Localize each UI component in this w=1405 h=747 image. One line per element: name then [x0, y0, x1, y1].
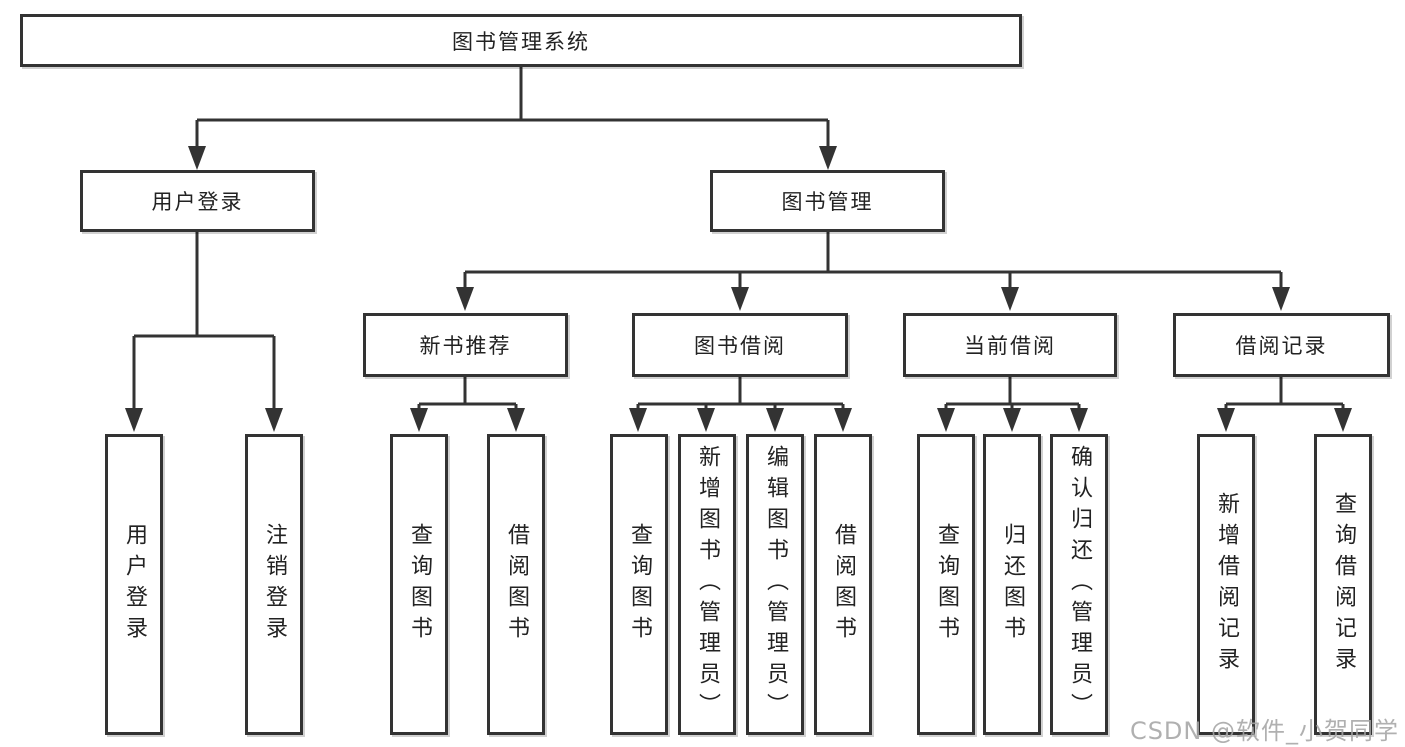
- arrowhead-icon: [1070, 408, 1088, 432]
- arrowhead-icon: [629, 408, 647, 432]
- leaf-query-books-borrow-label: 查询图书: [627, 522, 652, 647]
- node-book-management-label: 图书管理: [781, 190, 874, 214]
- node-root: 图书管理系统: [20, 14, 1022, 67]
- arrowhead-icon: [1272, 287, 1290, 311]
- leaf-query-borrow-record-label: 查询借阅记录: [1331, 491, 1356, 678]
- arrowhead-icon: [125, 408, 143, 432]
- node-borrow-records-label: 借阅记录: [1235, 334, 1328, 358]
- node-current-borrow-label: 当前借阅: [964, 334, 1056, 358]
- leaf-add-books-admin: 新增图书（管理员）: [678, 434, 736, 735]
- node-new-book-recommend: 新书推荐: [363, 313, 568, 377]
- node-user-login-label: 用户登录: [151, 190, 244, 214]
- arrowhead-icon: [1003, 408, 1021, 432]
- node-borrow-records: 借阅记录: [1173, 313, 1390, 377]
- leaf-borrow-books-recommend-label: 借阅图书: [504, 522, 529, 647]
- arrowhead-icon: [1334, 408, 1352, 432]
- leaf-query-borrow-record: 查询借阅记录: [1314, 434, 1372, 735]
- arrowhead-icon: [731, 287, 749, 311]
- leaf-borrow-books-recommend: 借阅图书: [487, 434, 545, 735]
- node-new-book-recommend-label: 新书推荐: [419, 334, 512, 358]
- arrowhead-icon: [410, 408, 428, 432]
- arrowhead-icon: [819, 146, 837, 170]
- leaf-confirm-return-admin: 确认归还（管理员）: [1050, 434, 1108, 735]
- leaf-query-books-current-label: 查询图书: [934, 522, 959, 647]
- arrowhead-icon: [834, 408, 852, 432]
- arrowhead-icon: [188, 146, 206, 170]
- leaf-user-login: 用户登录: [105, 434, 163, 735]
- leaf-edit-books-admin-label: 编辑图书（管理员）: [763, 445, 788, 724]
- arrowhead-icon: [766, 408, 784, 432]
- leaf-edit-books-admin: 编辑图书（管理员）: [746, 434, 804, 735]
- arrowhead-icon: [456, 287, 474, 311]
- arrowhead-icon: [507, 408, 525, 432]
- arrowhead-icon: [937, 408, 955, 432]
- node-current-borrow: 当前借阅: [903, 313, 1117, 377]
- arrowhead-icon: [1001, 287, 1019, 311]
- leaf-query-books-recommend: 查询图书: [390, 434, 448, 735]
- node-book-borrow: 图书借阅: [632, 313, 848, 377]
- leaf-user-login-label: 用户登录: [122, 522, 147, 647]
- leaf-add-borrow-record: 新增借阅记录: [1197, 434, 1255, 735]
- leaf-add-books-admin-label: 新增图书（管理员）: [695, 445, 720, 724]
- node-book-management: 图书管理: [710, 170, 945, 232]
- leaf-borrow-books: 借阅图书: [814, 434, 872, 735]
- arrowheads: [125, 146, 1352, 432]
- leaf-borrow-books-label: 借阅图书: [831, 522, 856, 647]
- leaf-logout: 注销登录: [245, 434, 303, 735]
- leaf-query-books-recommend-label: 查询图书: [407, 522, 432, 647]
- node-user-login: 用户登录: [80, 170, 315, 232]
- leaf-return-books: 归还图书: [983, 434, 1041, 735]
- leaf-query-books-borrow: 查询图书: [610, 434, 668, 735]
- node-book-borrow-label: 图书借阅: [694, 334, 786, 358]
- arrowhead-icon: [697, 408, 715, 432]
- leaf-add-borrow-record-label: 新增借阅记录: [1214, 491, 1239, 678]
- leaf-confirm-return-admin-label: 确认归还（管理员）: [1067, 445, 1092, 724]
- arrowhead-icon: [265, 408, 283, 432]
- leaf-return-books-label: 归还图书: [1000, 522, 1025, 647]
- leaf-logout-label: 注销登录: [262, 522, 287, 647]
- leaf-query-books-current: 查询图书: [917, 434, 975, 735]
- arrowhead-icon: [1217, 408, 1235, 432]
- node-root-label: 图书管理系统: [452, 29, 590, 54]
- watermark: CSDN @软件_小贺同学: [1129, 717, 1399, 745]
